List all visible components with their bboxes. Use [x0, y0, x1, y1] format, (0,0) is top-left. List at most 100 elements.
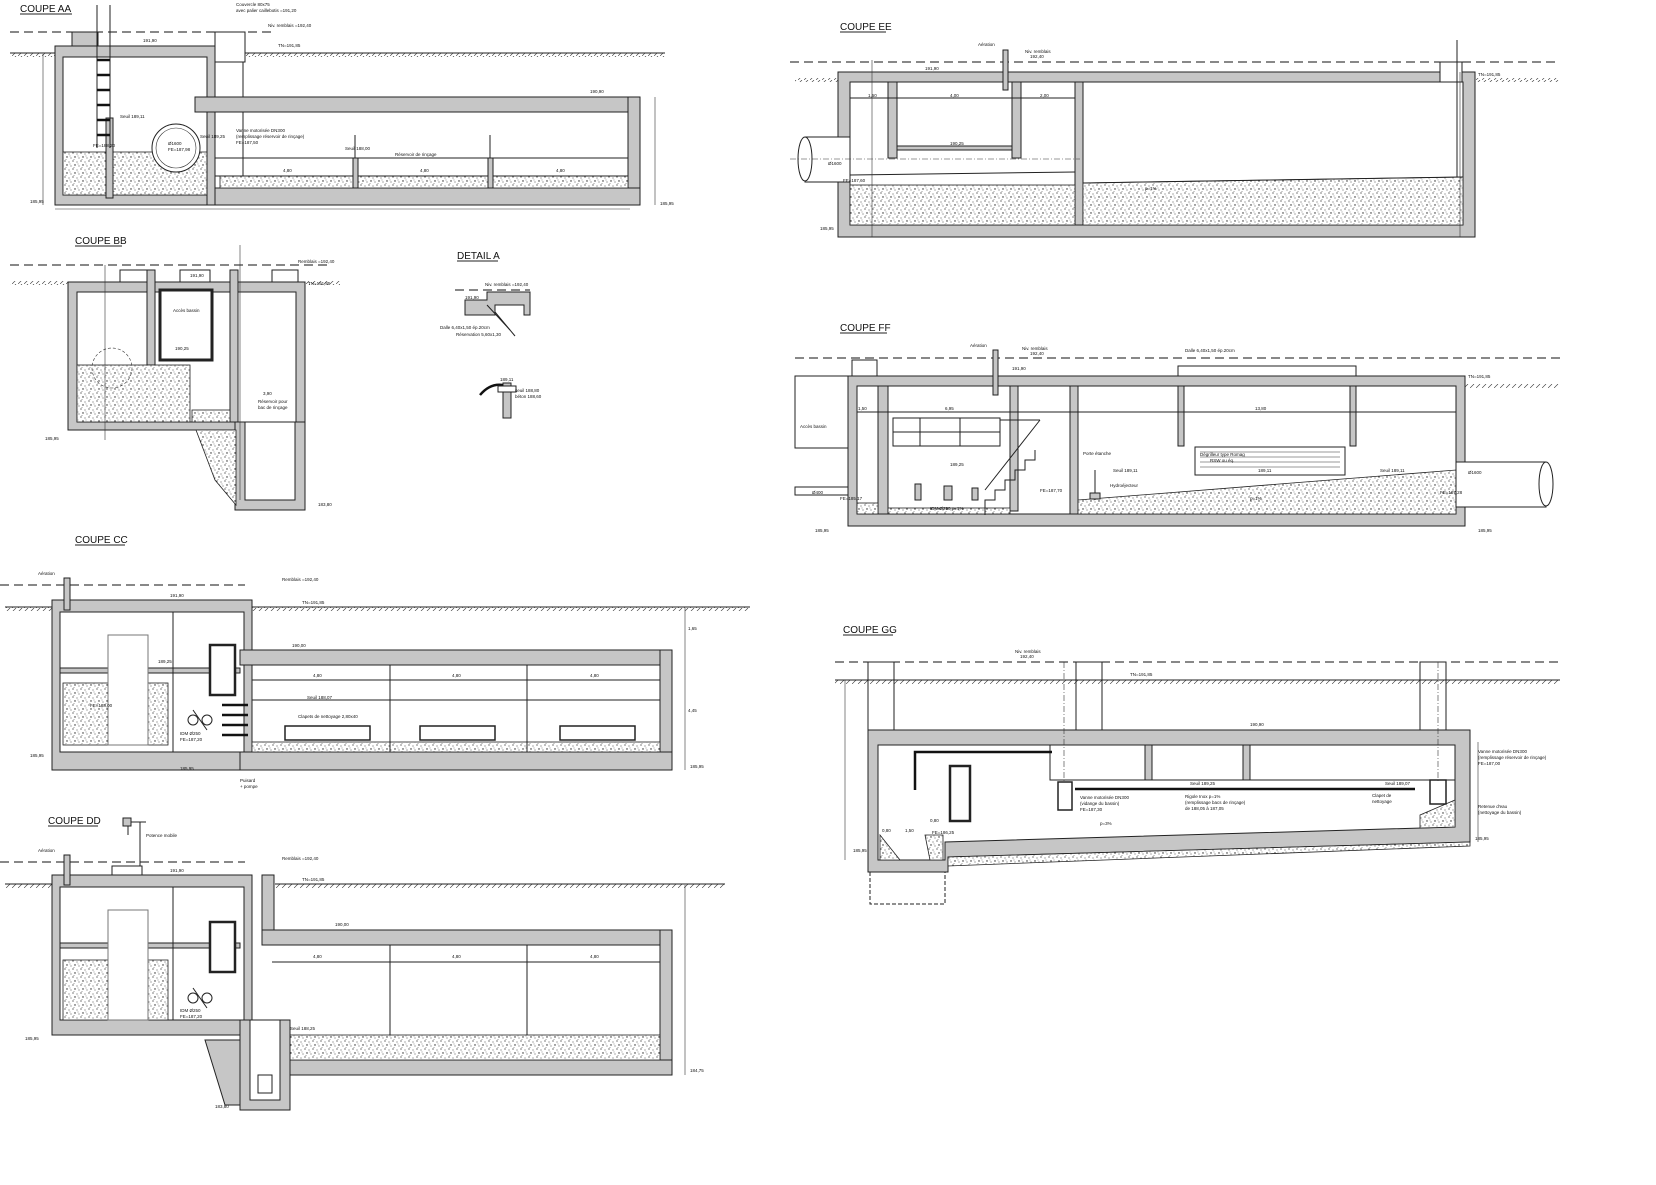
- span-dimension: 13,80: [1255, 406, 1267, 411]
- section-title: COUPE CC: [75, 535, 128, 546]
- span-dimension: 3,90: [263, 391, 272, 396]
- idm-label: IDM Ø250: [180, 731, 201, 736]
- sill-level-3: Seuil 188,00: [345, 146, 371, 151]
- flap-label-2: nettoyage: [1372, 799, 1392, 804]
- span-dimension: 4,80: [420, 168, 429, 173]
- section-bb: COUPE BB Remblais =192,40 TN=191,85 191,…: [10, 236, 340, 511]
- valve-icon: [1057, 781, 1073, 811]
- stairs: [222, 703, 248, 737]
- section-title: COUPE DD: [48, 816, 101, 827]
- section-aa: COUPE AA Couvercle 80x75 avec pali: [10, 2, 674, 210]
- access-level: 190,25: [175, 346, 189, 351]
- fe-level: FE=187,60: [843, 178, 866, 183]
- roof-level: 191,90: [465, 295, 479, 300]
- valve-label-3: FE=187,50: [236, 140, 259, 145]
- screen-label: Dégrilleur type Romag: [1200, 452, 1245, 457]
- cover-slab: [1177, 365, 1357, 377]
- aeration-pipe: [992, 349, 999, 396]
- pipe-diameter-right: Ø1600: [1468, 470, 1482, 475]
- railing: [892, 417, 1001, 447]
- slab-level: 190,90: [590, 89, 604, 94]
- fe-level: FE=187,70: [1040, 488, 1063, 493]
- width-dimension: 0,80: [930, 818, 939, 823]
- fe-level-left: FE=185,17: [840, 496, 863, 501]
- span-dimension: 4,80: [452, 673, 461, 678]
- roof-level: 191,90: [170, 593, 184, 598]
- base-level: 185,95: [853, 848, 867, 853]
- pipe-diameter: Ø1600: [168, 141, 182, 146]
- reservation-label: Réservation 5,60x1,30: [456, 332, 502, 337]
- valve-label-2: (remplissage réservoir de rinçage): [236, 134, 305, 139]
- roof-level: 191,90: [1012, 366, 1026, 371]
- base-level: 185,95: [25, 1036, 39, 1041]
- idm-label: IDM Ø250 p=1%: [930, 506, 963, 511]
- valve-label-3: FE=187,30: [1080, 807, 1103, 812]
- span-dimension: 6,95: [945, 406, 954, 411]
- reservoir-label: Réservoir de rinçage: [395, 152, 437, 157]
- span-dimension: 2,00: [1040, 93, 1049, 98]
- fe-level: FE=186,25: [932, 830, 955, 835]
- span-dimension: 4,80: [313, 673, 322, 678]
- span-dimension: 4,00: [950, 93, 959, 98]
- valve-label: Vanne motorisée DN300: [1080, 795, 1129, 800]
- cleaning-flap: [559, 725, 636, 741]
- width-dimension: 0,80: [882, 828, 891, 833]
- ejector-label: Hydroéjecteur: [1110, 483, 1139, 488]
- slope-label: p=1%: [1250, 496, 1262, 501]
- slab-label: Dalle 6,40x1,50 ép.20cm: [1185, 348, 1235, 353]
- access-label: Accès bassin: [800, 424, 827, 429]
- section-gg: COUPE GG Niv. remblais 192,40 TN=191,85 …: [835, 625, 1560, 905]
- base-level: béton 188,60: [515, 394, 542, 399]
- span-dimension: 4,80: [590, 673, 599, 678]
- gutter-label: Rigole Inox p=1%: [1185, 794, 1220, 799]
- crane-label: Potence mobile: [146, 833, 178, 838]
- sill-level-2: seuil 188,80: [515, 388, 540, 393]
- ground-level: TN=191,85: [302, 877, 325, 882]
- screen-label-2: RSW ou éq.: [1210, 458, 1234, 463]
- valve-icon: [1429, 779, 1447, 805]
- sump-pump: [257, 1074, 273, 1094]
- height-dimension: 4,45: [688, 708, 697, 713]
- section-ff: COUPE FF: [794, 323, 1560, 533]
- fill-level-label: Niv. remblais =192,40: [268, 23, 312, 28]
- aeration-label: Aération: [978, 42, 995, 47]
- fe-level: FE=187,20: [180, 1014, 203, 1019]
- base-level-right: 185,95: [660, 201, 674, 206]
- fill-level-value: 192,40: [1030, 54, 1044, 59]
- reservoir-label: Réservoir pour: [258, 399, 288, 404]
- pipe-level: FE=187,98: [168, 147, 191, 152]
- ground-level: TN=191,85: [278, 43, 301, 48]
- height-dimension: 1,65: [688, 626, 697, 631]
- fill-level-value: 192,40: [1020, 654, 1034, 659]
- section-title: COUPE BB: [75, 236, 127, 247]
- section-title: COUPE FF: [840, 323, 891, 334]
- sill-detail: [479, 382, 517, 419]
- aeration-pipe: [1002, 49, 1009, 91]
- right-level: 184,75: [690, 1068, 704, 1073]
- sill-level: Seuil 189,11: [1113, 468, 1138, 473]
- room-level: 190,25: [950, 141, 964, 146]
- span-dimension: 4,80: [313, 954, 322, 959]
- valve-label: Vanne motorisée DN300: [236, 128, 285, 133]
- section-title: DETAIL A: [457, 251, 500, 262]
- retention-label-2: (nettoyage du bassin): [1478, 810, 1522, 815]
- pump-icon: [187, 709, 213, 731]
- pipe-section: [151, 123, 201, 173]
- width-dimension: 1,50: [905, 828, 914, 833]
- base-level-right: 185,95: [1475, 836, 1489, 841]
- roof-level: 191,90: [190, 273, 204, 278]
- slab-level: 190,00: [335, 922, 349, 927]
- slope-label: p=1%: [1145, 186, 1157, 191]
- aeration-label: Aération: [970, 343, 987, 348]
- section-ee: COUPE EE Aération Niv. remblais 192,40 1…: [790, 22, 1560, 238]
- fill-level-label: Remblais =192,40: [282, 577, 319, 582]
- base-level: 185,95: [45, 436, 59, 441]
- sill-level: Seuil 188,07: [307, 695, 333, 700]
- span-dimension: 4,80: [283, 168, 292, 173]
- span-dimension: 4,80: [590, 954, 599, 959]
- fill-level-label: Niv. remblais: [1025, 49, 1051, 54]
- fe-level: FE=188,20: [93, 143, 116, 148]
- flap-label: Clapet de: [1372, 793, 1392, 798]
- sill-level: 189,11: [500, 377, 514, 382]
- section-title: COUPE EE: [840, 22, 892, 33]
